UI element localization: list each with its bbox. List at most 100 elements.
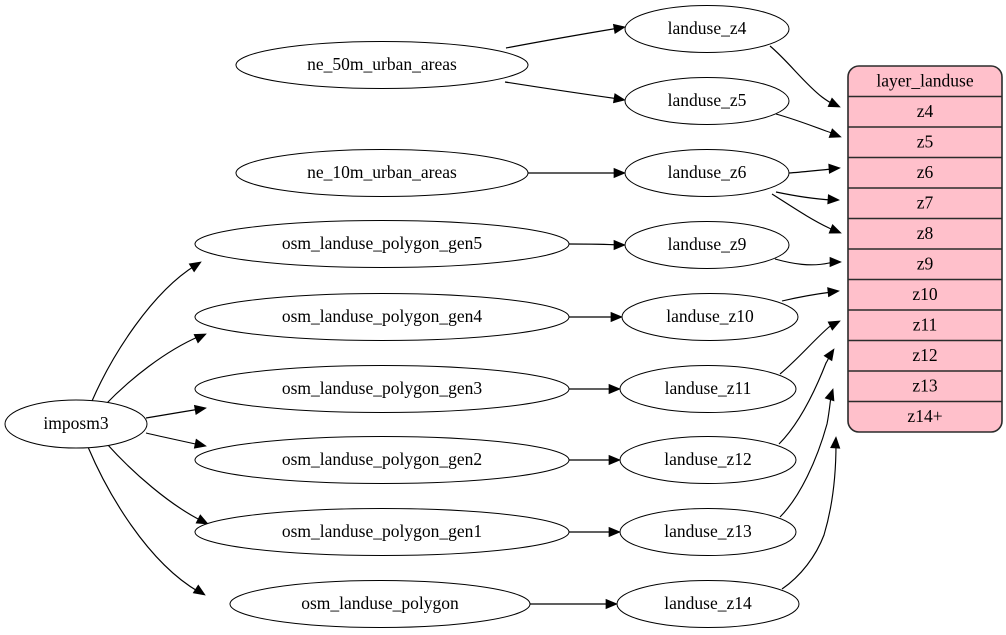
edge-landuse_z13-to-z13 — [779, 388, 835, 518]
edge-landuse_z6-to-z7 — [775, 191, 840, 205]
node-osm_landuse_polygon_gen1[interactable]: osm_landuse_polygon_gen1 — [194, 508, 570, 556]
node-ne_10m_urban_areas[interactable]: ne_10m_urban_areas — [235, 149, 529, 197]
layer-landuse-table: layer_landuse z4 z5 z6 z7 z8 z9 z10 z11 z12 z13 z14… — [847, 65, 1003, 433]
table-title: layer_landuse — [876, 70, 973, 90]
edge-arrowhead — [193, 333, 207, 344]
node-landuse_z9[interactable]: landuse_z9 — [624, 221, 790, 269]
edge-landuse_z12-to-z12 — [778, 348, 835, 445]
table-row-z14+[interactable]: z14+ — [848, 400, 1002, 426]
table-row-label: z5 — [917, 131, 934, 151]
node-osm_landuse_polygon_gen4[interactable]: osm_landuse_polygon_gen4 — [194, 293, 570, 341]
edge-arrowhead — [608, 383, 621, 395]
table-row-label: z12 — [912, 345, 937, 365]
node-shape — [619, 365, 797, 413]
node-label: landuse_z14 — [664, 593, 752, 613]
node-shape — [621, 293, 799, 341]
table-row-z9[interactable]: z9 — [848, 248, 1002, 273]
node-label: landuse_z10 — [666, 306, 754, 326]
edge-osm_landuse_polygon_gen2-to-landuse_z12 — [568, 454, 621, 466]
edge-landuse_z11-to-z11 — [779, 320, 841, 375]
table-row-label: z4 — [917, 101, 934, 121]
node-landuse_z12[interactable]: landuse_z12 — [619, 436, 797, 484]
edge-line — [769, 45, 834, 105]
edge-osm_landuse_polygon-to-landuse_z14 — [530, 598, 618, 610]
edge-imposm3-to-osm_landuse_polygon_gen5 — [91, 261, 202, 402]
edge-arrowhead — [613, 167, 626, 179]
node-label: osm_landuse_polygon — [301, 593, 459, 613]
node-label: landuse_z4 — [668, 18, 747, 38]
table-row-z11[interactable]: z11 — [848, 309, 1002, 334]
node-osm_landuse_polygon_gen2[interactable]: osm_landuse_polygon_gen2 — [194, 436, 570, 484]
node-shape — [624, 5, 790, 53]
table-row-z13[interactable]: z13 — [848, 370, 1002, 395]
edge-arrowhead — [830, 436, 841, 449]
edge-line — [779, 323, 835, 375]
edge-line — [145, 432, 201, 446]
edge-landuse_z5-to-z5 — [775, 113, 842, 138]
node-landuse_z14[interactable]: landuse_z14 — [616, 580, 800, 628]
edge-line — [106, 443, 203, 522]
node-osm_landuse_polygon[interactable]: osm_landuse_polygon — [229, 580, 531, 628]
node-label: imposm3 — [43, 413, 108, 433]
edge-arrowhead — [828, 128, 842, 138]
node-shape — [624, 77, 790, 125]
node-osm_landuse_polygon_gen3[interactable]: osm_landuse_polygon_gen3 — [194, 365, 570, 413]
table-row-z8[interactable]: z8 — [848, 217, 1002, 243]
table-row-z4[interactable]: z4 — [848, 95, 1002, 121]
table-row-z12[interactable]: z12 — [848, 339, 1002, 365]
table-row-z6[interactable]: z6 — [848, 156, 1002, 182]
node-shape — [194, 293, 570, 341]
edge-arrowhead — [823, 348, 835, 362]
node-label: osm_landuse_polygon_gen4 — [282, 306, 483, 326]
node-shape — [624, 149, 790, 197]
node-landuse_z13[interactable]: landuse_z13 — [619, 508, 797, 556]
edge-line — [505, 27, 620, 49]
node-label: osm_landuse_polygon_gen1 — [282, 521, 482, 541]
table-row-label: z13 — [912, 375, 938, 395]
edge-landuse_z6-to-z6 — [788, 163, 841, 174]
edge-imposm3-to-osm_landuse_polygon_gen3 — [145, 404, 207, 419]
edge-line — [775, 113, 835, 135]
edge-arrowhead — [605, 598, 618, 610]
node-landuse_z5[interactable]: landuse_z5 — [624, 77, 790, 125]
node-label: landuse_z5 — [668, 90, 747, 110]
edge-arrowhead — [188, 261, 202, 273]
node-osm_landuse_polygon_gen5[interactable]: osm_landuse_polygon_gen5 — [194, 220, 570, 268]
node-label: osm_landuse_polygon_gen3 — [282, 378, 483, 398]
edge-landuse_z14-to-z14+ — [781, 436, 841, 590]
edge-arrowhead — [193, 404, 207, 416]
node-landuse_z10[interactable]: landuse_z10 — [621, 293, 799, 341]
edge-arrowhead — [195, 514, 209, 525]
edge-line — [87, 446, 200, 593]
edges-layer — [87, 23, 842, 610]
node-ne_50m_urban_areas[interactable]: ne_50m_urban_areas — [235, 41, 529, 89]
edge-line — [781, 291, 833, 302]
edge-ne_50m_urban_areas-to-landuse_z4 — [505, 23, 626, 49]
node-shape — [194, 220, 570, 268]
node-landuse_z6[interactable]: landuse_z6 — [624, 149, 790, 197]
node-shape — [235, 149, 529, 197]
table-row-z5[interactable]: z5 — [848, 126, 1002, 151]
node-shape — [616, 580, 800, 628]
edge-line — [781, 443, 837, 590]
table-row-z10[interactable]: z10 — [848, 278, 1002, 304]
node-label: ne_50m_urban_areas — [307, 54, 457, 74]
node-imposm3[interactable]: imposm3 — [4, 399, 148, 449]
table-row-z7[interactable]: z7 — [848, 187, 1002, 212]
node-shape — [4, 399, 148, 449]
node-landuse_z11[interactable]: landuse_z11 — [619, 365, 797, 413]
node-label: landuse_z6 — [668, 162, 747, 182]
edge-landuse_z10-to-z10 — [781, 287, 840, 302]
edge-arrowhead — [608, 454, 621, 466]
edge-line — [788, 168, 834, 174]
edge-arrowhead — [612, 23, 626, 35]
edge-line — [145, 408, 201, 419]
node-shape — [619, 436, 797, 484]
edge-line — [91, 264, 197, 402]
edge-landuse_z6-to-z8 — [771, 193, 842, 234]
node-shape — [194, 365, 570, 413]
edge-line — [103, 335, 201, 407]
edge-imposm3-to-osm_landuse_polygon_gen2 — [145, 432, 207, 449]
edge-imposm3-to-osm_landuse_polygon_gen1 — [106, 443, 209, 525]
node-landuse_z4[interactable]: landuse_z4 — [624, 5, 790, 53]
